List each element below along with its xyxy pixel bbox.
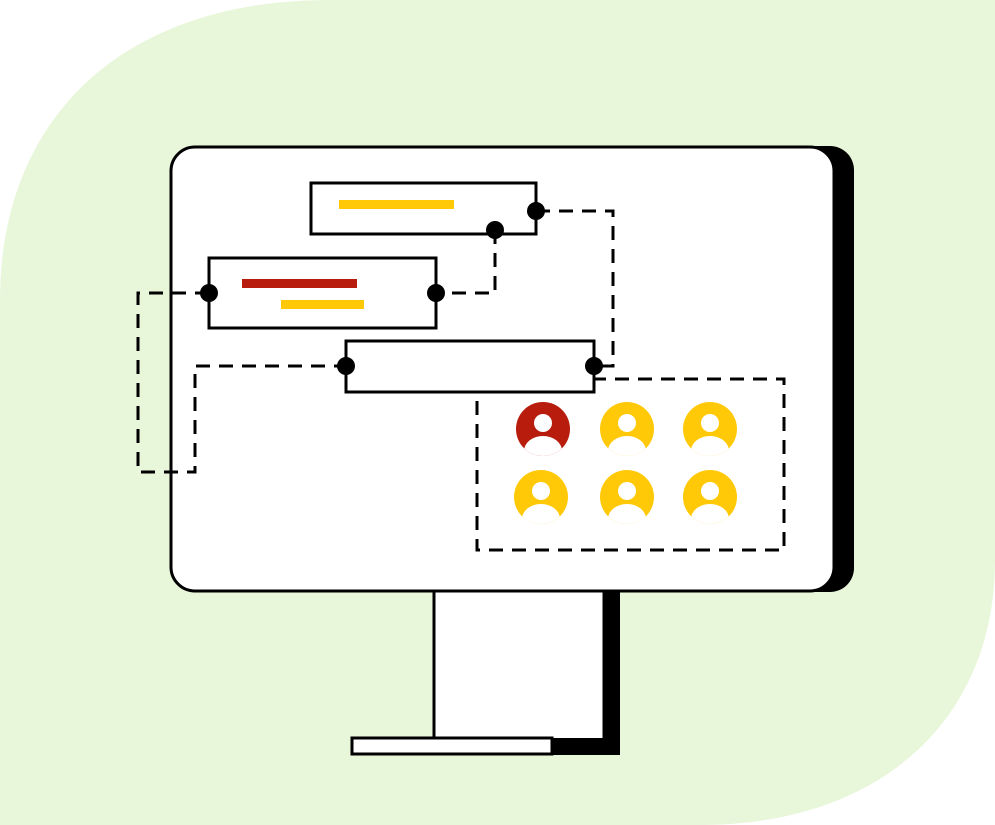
user-avatar-icon	[683, 402, 737, 456]
middle-box	[207, 256, 438, 330]
connector-top-to-middle	[436, 230, 497, 295]
user-avatar-icon	[600, 402, 654, 456]
connector-top-to-bottom	[536, 209, 615, 368]
red-bar	[242, 279, 357, 288]
connector-middle-left	[136, 291, 346, 474]
yellow-bar	[281, 300, 364, 309]
connector-nodes	[200, 202, 603, 375]
user-avatar-icon	[600, 470, 654, 524]
user-avatar-icon	[514, 470, 568, 524]
stand-base	[350, 736, 554, 756]
stand-neck	[432, 583, 606, 742]
connector-node-icon	[486, 221, 504, 239]
user-avatar-icon	[516, 402, 570, 456]
connector-lines	[136, 209, 786, 552]
connector-node-icon	[527, 202, 545, 220]
user-group	[514, 402, 737, 524]
connector-node-icon	[427, 284, 445, 302]
user-avatar-icon	[683, 470, 737, 524]
connector-node-icon	[337, 357, 355, 375]
connector-node-icon	[200, 284, 218, 302]
user-group-box	[475, 377, 786, 552]
yellow-bar	[339, 200, 454, 209]
connector-node-icon	[585, 357, 603, 375]
bottom-box	[344, 339, 596, 394]
